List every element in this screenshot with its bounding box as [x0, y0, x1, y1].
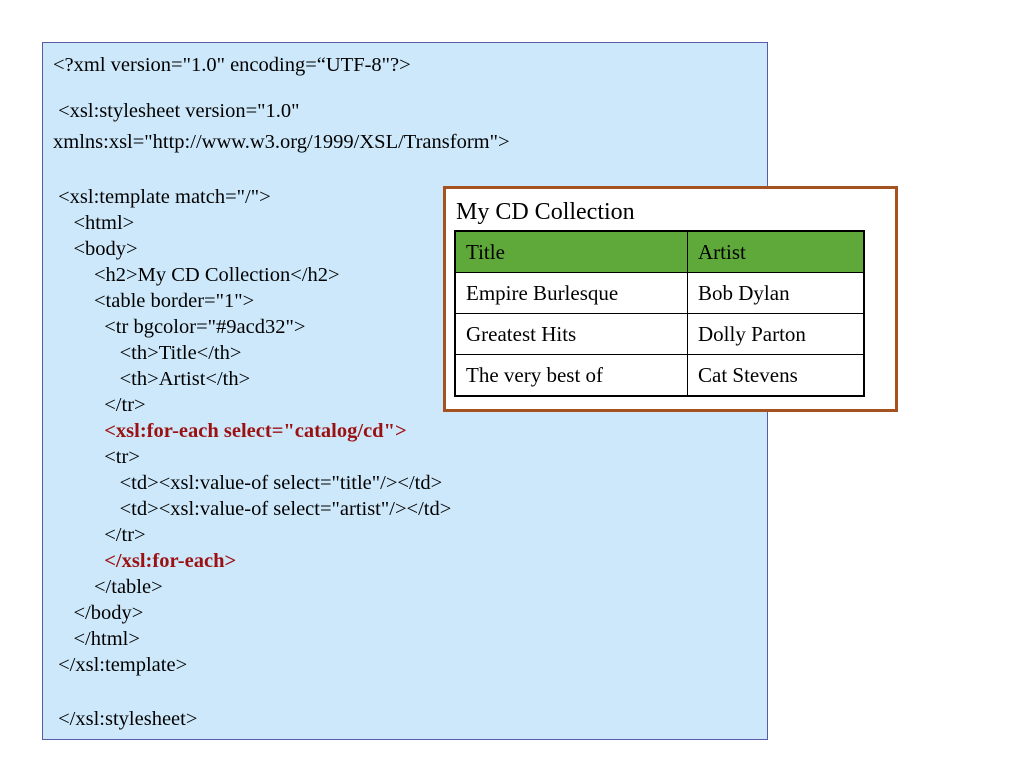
- code-line: <body>: [53, 238, 138, 260]
- code-line: </table>: [53, 576, 163, 598]
- code-line-highlighted: </xsl:for-each>: [53, 550, 237, 572]
- code-line: <td><xsl:value-of select="title"/></td>: [53, 472, 443, 494]
- code-line: </xsl:stylesheet>: [53, 708, 198, 730]
- code-line: </body>: [53, 602, 144, 624]
- code-line: <th>Title</th>: [53, 342, 242, 364]
- code-line-highlighted: <xsl:for-each select="catalog/cd">: [53, 420, 407, 442]
- rendered-output-preview: My CD Collection Title Artist Empire Bur…: [443, 186, 898, 412]
- cell-artist: Dolly Parton: [687, 313, 865, 355]
- code-line: <tr>: [53, 446, 140, 468]
- cell-artist: Bob Dylan: [687, 272, 865, 314]
- code-line: xmlns:xsl="http://www.w3.org/1999/XSL/Tr…: [53, 131, 510, 153]
- cell-title: The very best of: [454, 354, 688, 397]
- code-line: </tr>: [53, 394, 146, 416]
- cd-table: Title Artist Empire Burlesque Bob Dylan …: [454, 230, 865, 397]
- cell-artist: Cat Stevens: [687, 354, 865, 397]
- code-line: <?xml version="1.0" encoding=“UTF-8"?>: [53, 54, 411, 76]
- column-header-artist: Artist: [687, 230, 865, 273]
- code-line: <tr bgcolor="#9acd32">: [53, 316, 306, 338]
- cell-title: Greatest Hits: [454, 313, 688, 355]
- table-row: Empire Burlesque Bob Dylan: [454, 272, 865, 314]
- code-line: <html>: [53, 212, 135, 234]
- cell-title: Empire Burlesque: [454, 272, 688, 314]
- code-line: <h2>My CD Collection</h2>: [53, 264, 340, 286]
- table-row: Greatest Hits Dolly Parton: [454, 313, 865, 355]
- table-row: The very best of Cat Stevens: [454, 354, 865, 397]
- code-line: </xsl:template>: [53, 654, 188, 676]
- code-line: </html>: [53, 628, 140, 650]
- table-header-row: Title Artist: [454, 230, 865, 273]
- code-line: </tr>: [53, 524, 146, 546]
- code-line: <td><xsl:value-of select="artist"/></td>: [53, 498, 452, 520]
- code-line: <th>Artist</th>: [53, 368, 251, 390]
- preview-title: My CD Collection: [456, 199, 635, 225]
- code-line: <xsl:template match="/">: [53, 186, 271, 208]
- code-line: <xsl:stylesheet version="1.0": [53, 100, 300, 122]
- column-header-title: Title: [454, 230, 688, 273]
- code-line: <table border="1">: [53, 290, 255, 312]
